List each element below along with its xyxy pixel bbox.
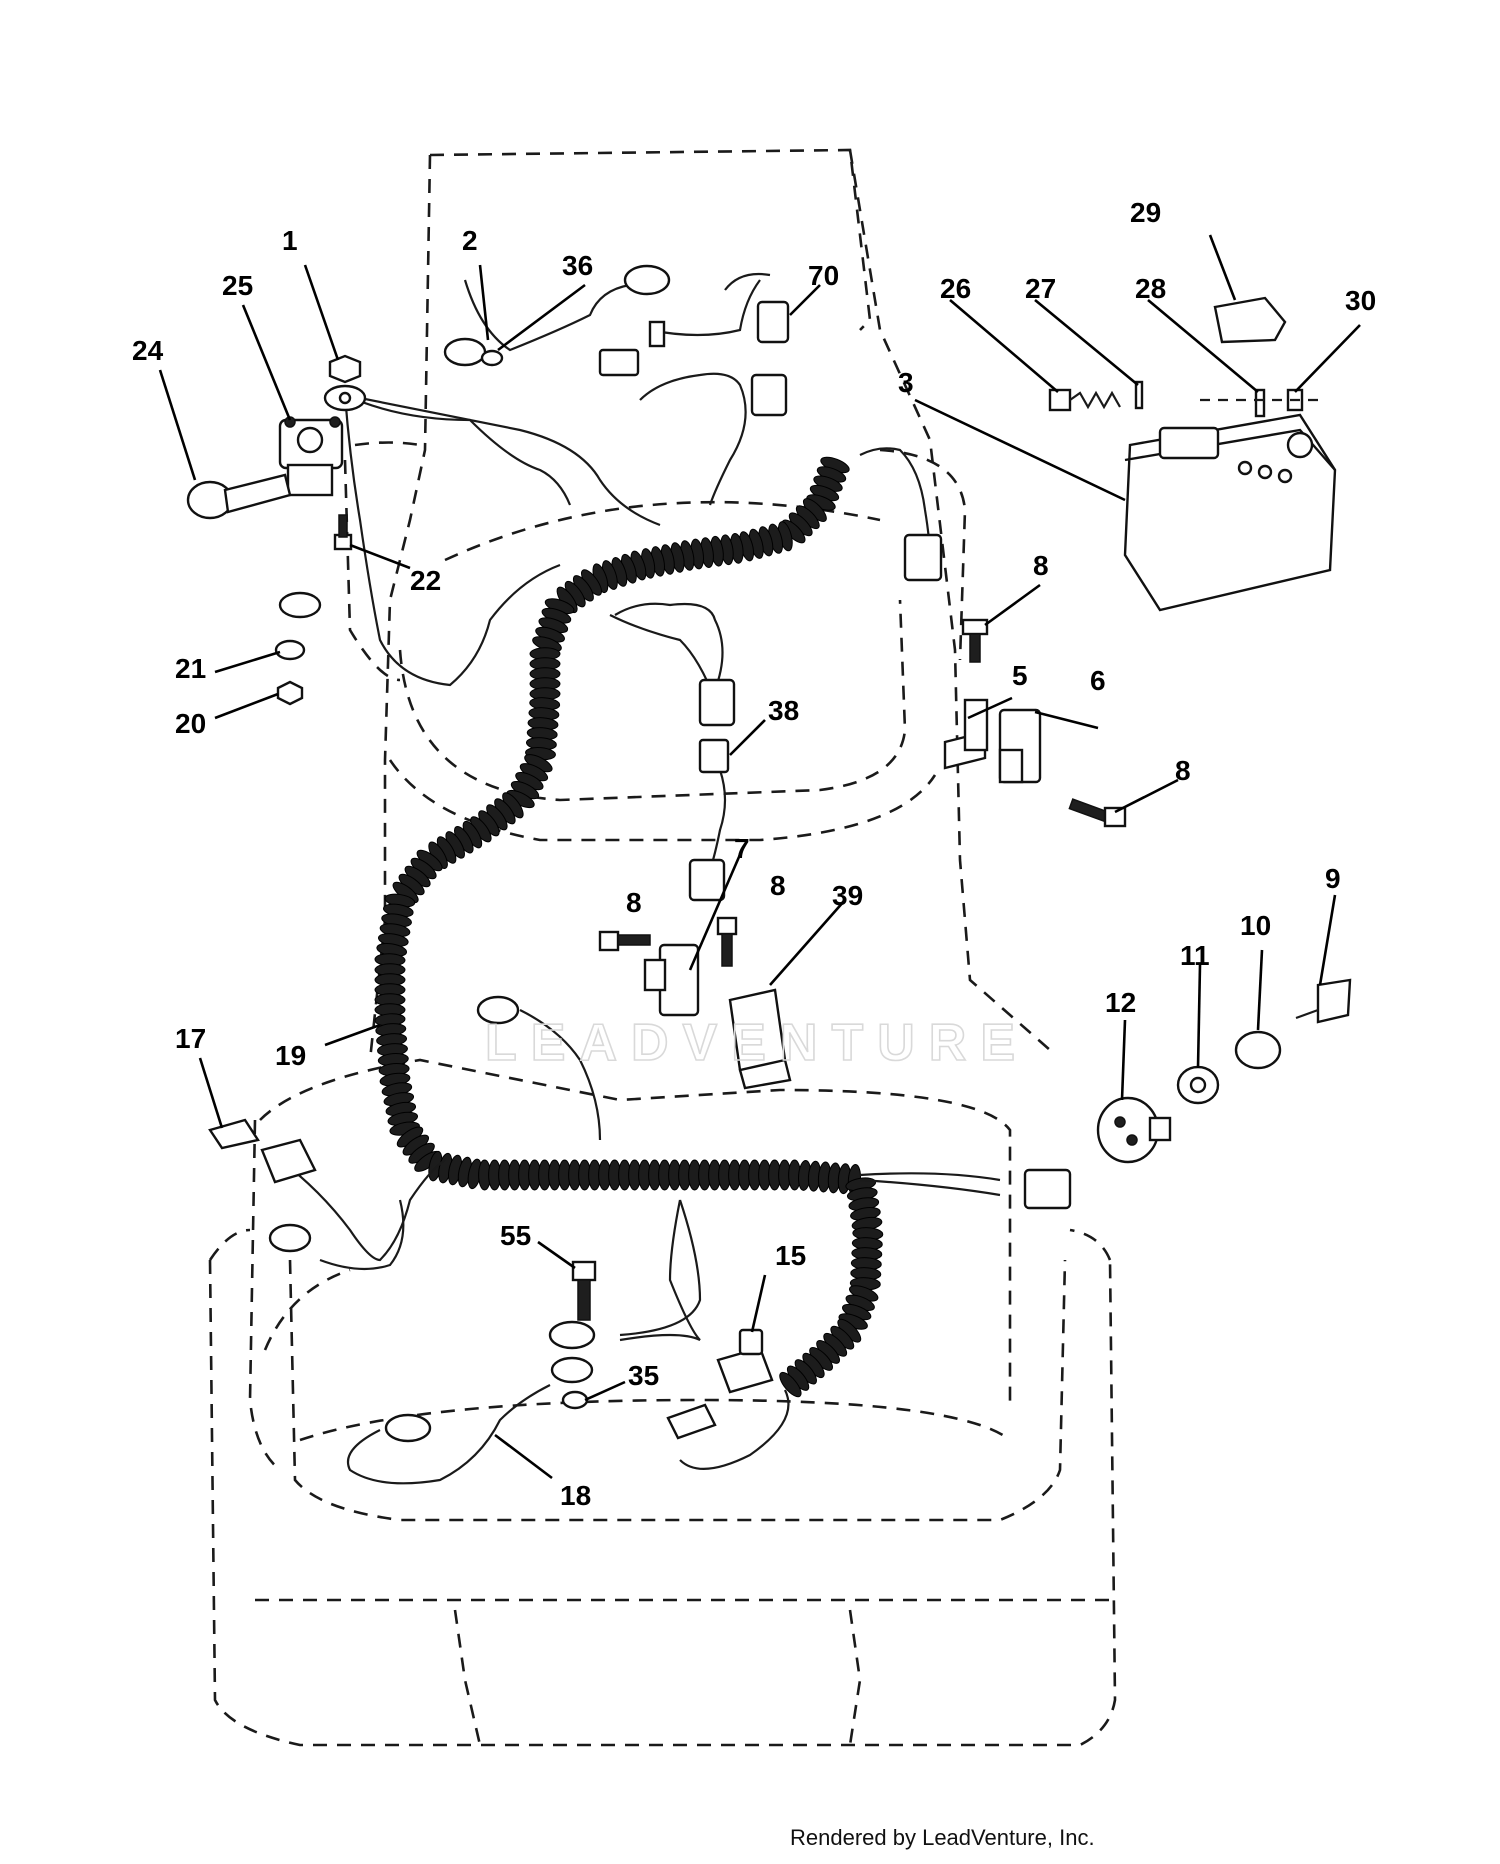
fuse-holder-part [260, 1138, 317, 1184]
callout-26: 26 [940, 273, 971, 304]
callout-8-mid-left: 8 [626, 887, 642, 918]
nut-part [328, 354, 362, 384]
ring-terminal [623, 264, 671, 296]
callout-28: 28 [1135, 273, 1166, 304]
parts [186, 264, 1352, 1443]
washer-part [274, 639, 306, 661]
callout-29: 29 [1130, 197, 1161, 228]
bolt-part [571, 1260, 597, 1321]
callout-6: 6 [1090, 665, 1106, 696]
callout-55: 55 [500, 1220, 531, 1251]
connector-part [698, 738, 730, 774]
leader-lines [158, 234, 1361, 1480]
screw-part [961, 618, 989, 663]
connector-part [688, 858, 726, 902]
callout-24: 24 [132, 335, 164, 366]
ring-terminal [443, 337, 487, 367]
connector-part [756, 300, 790, 344]
callout-36: 36 [562, 250, 593, 281]
render-credit: Rendered by LeadVenture, Inc. [790, 1825, 1095, 1850]
callout-1: 1 [282, 225, 298, 256]
connector-part [698, 678, 736, 727]
ring-terminal [476, 995, 520, 1025]
callout-27: 27 [1025, 273, 1056, 304]
ignition-key-part [1295, 978, 1352, 1024]
watermark: LEADVENTURE [485, 1014, 1029, 1072]
connector-part [750, 373, 788, 417]
callout-18: 18 [560, 1480, 591, 1511]
connector-part [1023, 1168, 1072, 1210]
battery-hardware [1048, 380, 1320, 418]
callout-30: 30 [1345, 285, 1376, 316]
ring-terminal [323, 384, 367, 412]
callout-21: 21 [175, 653, 206, 684]
callout-7: 7 [734, 833, 750, 864]
switch-bracket-part [943, 698, 1042, 784]
callout-15: 15 [775, 1240, 806, 1271]
callout-3: 3 [898, 367, 914, 398]
connector-part [598, 348, 640, 377]
mounting-bracket-part [728, 988, 792, 1090]
terminal-cover-part [1213, 296, 1287, 344]
callout-35: 35 [628, 1360, 659, 1391]
fuse-part [208, 1118, 260, 1150]
connector-part [666, 1403, 717, 1440]
ring-terminal [550, 1356, 594, 1384]
callout-70: 70 [808, 260, 839, 291]
callout-11: 11 [1180, 940, 1210, 971]
callout-8-mid-right: 8 [770, 870, 786, 901]
callout-20: 20 [175, 708, 206, 739]
callout-2: 2 [462, 225, 478, 256]
wires [279, 272, 1001, 1485]
ignition-switch-part [1096, 1096, 1172, 1164]
connector-part [648, 320, 666, 348]
nut-part [276, 680, 304, 706]
callout-19: 19 [275, 1040, 306, 1071]
callout-5: 5 [1012, 660, 1028, 691]
callout-38: 38 [768, 695, 799, 726]
coiled-harness [374, 456, 884, 1398]
screw-part [1068, 798, 1127, 828]
coil-loop [779, 1371, 802, 1398]
bolt-part [333, 514, 353, 551]
bezel-part [1234, 1030, 1282, 1070]
battery-part [1123, 413, 1337, 612]
callout-17: 17 [175, 1023, 206, 1054]
callout-8-top: 8 [1033, 550, 1049, 581]
solenoid-part [278, 416, 344, 497]
callout-12: 12 [1105, 987, 1136, 1018]
callout-25: 25 [222, 270, 253, 301]
washer-part [561, 1390, 589, 1410]
callout-10: 10 [1240, 910, 1271, 941]
ring-terminal [278, 591, 322, 619]
callout-39: 39 [832, 880, 863, 911]
terminal-boot-part [186, 473, 292, 520]
callout-9: 9 [1325, 863, 1341, 894]
ring-terminal [384, 1413, 432, 1443]
screw-part [598, 930, 651, 952]
seat-switch-part [716, 1328, 774, 1394]
washer-part [480, 349, 504, 367]
ring-terminal [548, 1320, 596, 1350]
ring-terminal [268, 1223, 312, 1253]
screw-part [716, 916, 738, 967]
plunger-switch-part [643, 943, 700, 1017]
callout-8-right: 8 [1175, 755, 1191, 786]
callout-labels: 1 2 36 70 25 24 22 21 20 29 26 27 28 30 … [132, 197, 1376, 1511]
connector-part [903, 533, 943, 582]
callout-22: 22 [410, 565, 441, 596]
